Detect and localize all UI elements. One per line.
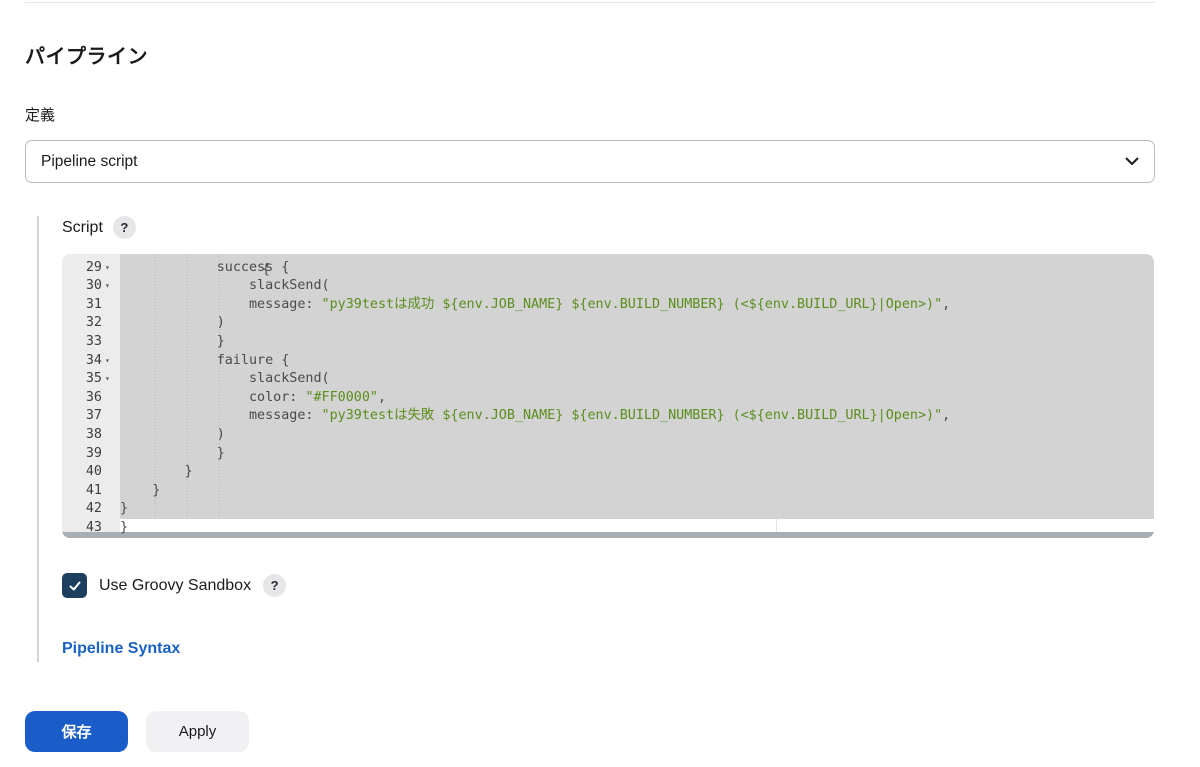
code-text: }: [120, 482, 160, 501]
code-line: 32 ): [62, 314, 1154, 333]
code-line: 30▾ slackSend(: [62, 277, 1154, 296]
code-token: ,: [942, 296, 951, 312]
line-number: 39: [85, 445, 102, 461]
code-text: ): [120, 314, 225, 333]
code-line: 29▾ success {: [62, 259, 1154, 278]
fold-arrow-icon[interactable]: ▾: [105, 281, 110, 291]
code-line: 43}: [62, 519, 1154, 538]
code-line: 35▾ slackSend(: [62, 370, 1154, 389]
code-line: 34▾ failure {: [62, 352, 1154, 371]
editor-content[interactable]: [120, 254, 1154, 519]
code-line: 33 }: [62, 333, 1154, 352]
code-token: color:: [120, 389, 306, 405]
code-line-partial: {: [62, 254, 1154, 277]
code-line: 38 ): [62, 426, 1154, 445]
code-token: ): [120, 315, 225, 331]
code-text: }: [120, 519, 128, 538]
code-token: }: [120, 519, 129, 535]
fold-arrow-icon[interactable]: ▾: [105, 374, 110, 384]
code-token: slackSend(: [120, 371, 330, 387]
line-number: 34: [85, 352, 102, 368]
chevron-down-icon: [1125, 157, 1139, 165]
script-label-row: Script ?: [62, 216, 136, 239]
code-token: }: [120, 333, 225, 349]
line-number: 36: [85, 389, 102, 405]
line-number: 41: [85, 482, 102, 498]
code-string: "#FF0000": [305, 389, 378, 405]
pipeline-syntax-link[interactable]: Pipeline Syntax: [62, 640, 181, 657]
line-number: 37: [85, 408, 102, 424]
code-text: failure {: [120, 352, 290, 371]
line-number: 35: [85, 371, 102, 387]
script-help-button[interactable]: ?: [112, 216, 136, 239]
code-text: {: [262, 261, 271, 277]
editor-gutter: [62, 254, 120, 538]
code-token: ,: [942, 408, 951, 424]
checkmark-icon: [69, 581, 80, 590]
sandbox-help-button[interactable]: ?: [263, 574, 287, 597]
code-token: failure {: [120, 352, 290, 368]
code-string: "py39testは失敗 ${env.JOB_NAME} ${env.BUILD…: [321, 408, 943, 424]
save-button[interactable]: 保存: [25, 711, 128, 752]
code-token: }: [120, 482, 161, 498]
line-number: 38: [85, 426, 102, 442]
code-string: "py39testは成功 ${env.JOB_NAME} ${env.BUILD…: [321, 296, 943, 312]
code-token: message:: [120, 408, 322, 424]
code-token: message:: [120, 296, 322, 312]
line-number: 31: [85, 296, 102, 312]
code-text: slackSend(: [120, 370, 330, 389]
code-line: 41 }: [62, 482, 1154, 501]
apply-button[interactable]: Apply: [146, 711, 249, 752]
code-text: }: [120, 463, 193, 482]
line-number: 43: [85, 519, 102, 535]
definition-label: 定義: [25, 107, 56, 124]
editor-scrollbar[interactable]: [62, 532, 1154, 538]
indent-guide: [187, 254, 188, 519]
code-line: 39 }: [62, 445, 1154, 464]
code-token: }: [120, 445, 225, 461]
code-line: 37 message: "py39testは失敗 ${env.JOB_NAME}…: [62, 407, 1154, 426]
code-text: ): [120, 426, 225, 445]
code-text: }: [120, 500, 128, 519]
sandbox-label: Use Groovy Sandbox: [99, 576, 252, 594]
code-token: ): [120, 426, 225, 442]
sandbox-checkbox[interactable]: [62, 573, 87, 598]
line-number: 32: [85, 315, 102, 331]
editor-print-margin: [776, 519, 777, 532]
sandbox-row: Use Groovy Sandbox ?: [62, 573, 287, 598]
code-token: ,: [378, 389, 387, 405]
code-text: message: "py39testは失敗 ${env.JOB_NAME} ${…: [120, 407, 950, 426]
fold-arrow-icon[interactable]: ▾: [105, 262, 110, 272]
top-divider: [25, 2, 1155, 3]
script-label: Script: [62, 218, 103, 236]
nested-section-bar: [37, 216, 39, 662]
code-text: message: "py39testは成功 ${env.JOB_NAME} ${…: [120, 296, 950, 315]
section-title: パイプライン: [25, 46, 148, 68]
code-token: success {: [120, 259, 290, 275]
line-number: 30: [85, 278, 102, 294]
code-token: }: [120, 464, 193, 480]
code-text: success {: [120, 259, 290, 278]
definition-select[interactable]: Pipeline script: [25, 140, 1155, 183]
code-text: slackSend(: [120, 277, 330, 296]
code-line: 40 }: [62, 463, 1154, 482]
line-number: 29: [85, 259, 102, 275]
fold-arrow-icon[interactable]: ▾: [105, 355, 110, 365]
code-text: }: [120, 333, 225, 352]
indent-guide: [155, 254, 156, 519]
line-number: 42: [85, 501, 102, 517]
script-editor[interactable]: { 29▾ success {30▾ slackSend(31 message:…: [62, 254, 1154, 538]
definition-selected-value: Pipeline script: [41, 152, 138, 170]
code-token: slackSend(: [120, 278, 330, 294]
indent-guide: [219, 254, 220, 519]
line-number: 40: [85, 464, 102, 480]
code-text: color: "#FF0000",: [120, 389, 386, 408]
code-line: 31 message: "py39testは成功 ${env.JOB_NAME}…: [62, 296, 1154, 315]
line-number: 33: [85, 333, 102, 349]
code-text: }: [120, 445, 225, 464]
code-token: }: [120, 501, 129, 517]
code-line: 36 color: "#FF0000",: [62, 389, 1154, 408]
code-line: 42}: [62, 500, 1154, 519]
